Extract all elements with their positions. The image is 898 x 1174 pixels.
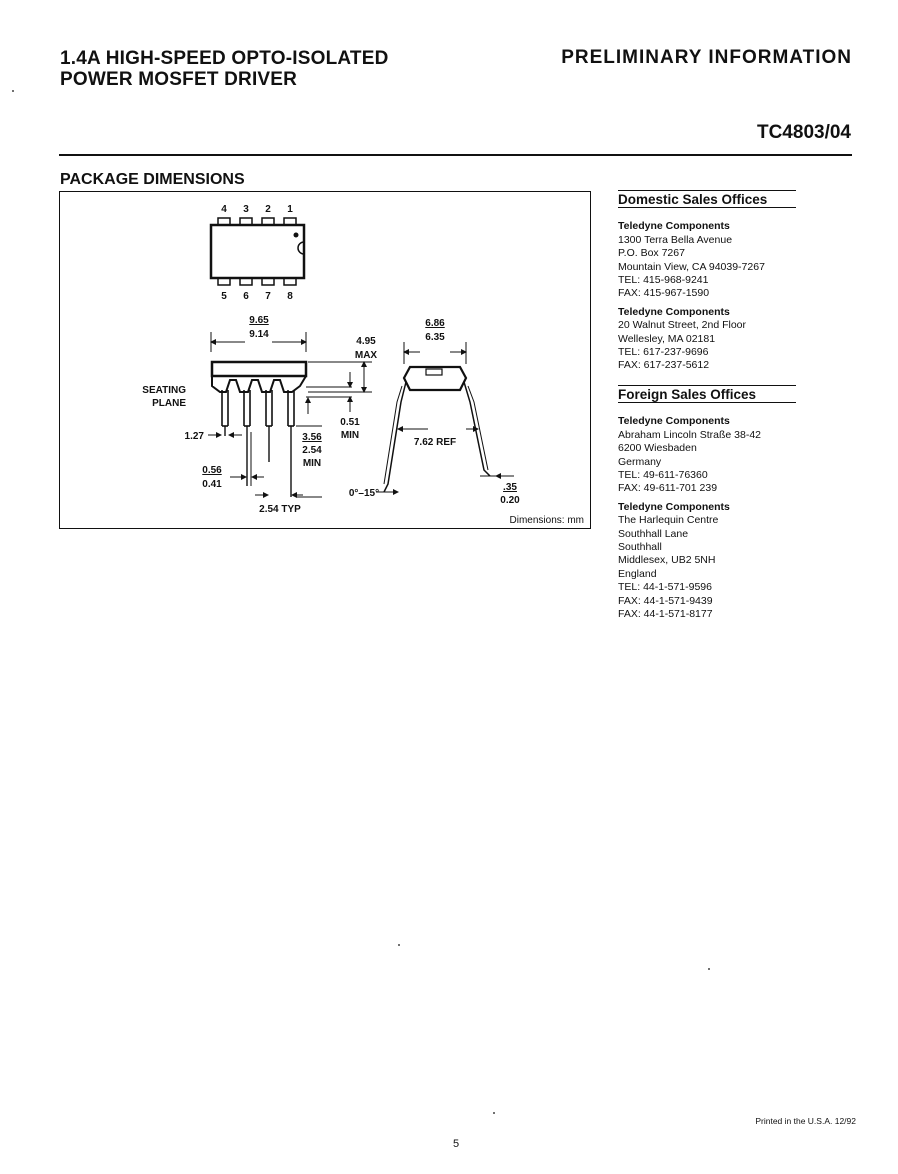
- office-line: TEL: 617-237-9696: [618, 346, 709, 359]
- section-title: PACKAGE DIMENSIONS: [60, 171, 245, 188]
- domestic-heading: Domestic Sales Offices: [618, 190, 796, 209]
- office-line: 20 Walnut Street, 2nd Floor: [618, 319, 747, 332]
- seating-plane-label-2: PLANE: [152, 398, 186, 409]
- office-entry: Teledyne Components Abraham Lincoln Stra…: [618, 415, 798, 495]
- office-line: Wellesley, MA 02181: [618, 332, 716, 345]
- pin-label-bottom: 6: [243, 291, 249, 302]
- lead-pitch: 2.54 TYP: [259, 504, 301, 515]
- document-title: 1.4A HIGH-SPEED OPTO-ISOLATED POWER MOSF…: [60, 48, 389, 90]
- office-line: Germany: [618, 455, 662, 468]
- office-line: The Harlequin Centre: [618, 514, 719, 527]
- top-view: 4 3 2 1 5 6 7 8: [209, 204, 306, 302]
- office-line: Abraham Lincoln Straße 38-42: [618, 428, 761, 441]
- length-max: 9.65: [249, 315, 269, 326]
- office-line: TEL: 44-1-571-9596: [618, 581, 712, 594]
- lead-width-max: 0.56: [202, 465, 222, 476]
- office-line: England: [618, 567, 657, 580]
- ic-body-top-view: [209, 223, 306, 280]
- lead-length-max: 3.56: [302, 432, 322, 443]
- office-line: P.O. Box 7267: [618, 247, 685, 260]
- lead-length-min: 2.54: [302, 445, 322, 456]
- part-number: TC4803/04: [756, 122, 851, 143]
- pin-label-bottom: 8: [287, 291, 293, 302]
- standoff-value: 0.51: [340, 417, 360, 428]
- pin-label-bottom: 5: [221, 291, 227, 302]
- foreign-sales-offices: Foreign Sales Offices Teledyne Component…: [618, 385, 798, 627]
- print-note: Printed in the U.S.A. 12/92: [755, 1116, 856, 1126]
- office-line: Southhall Lane: [618, 527, 689, 540]
- status-label: PRELIMINARY INFORMATION: [561, 47, 852, 68]
- pin-label-top: 2: [265, 204, 271, 215]
- body-width-max: 6.86: [425, 318, 445, 329]
- height-note: MAX: [355, 350, 378, 361]
- pin-label-top: 3: [243, 204, 249, 215]
- length-min: 9.14: [249, 329, 269, 340]
- pin-label-top: 4: [221, 204, 227, 215]
- office-line: Mountain View, CA 94039-7267: [618, 260, 765, 273]
- row-spacing: 7.62 REF: [414, 437, 456, 448]
- units-note: Dimensions: mm: [510, 515, 584, 526]
- side-view: 9.65 9.14 4.95 MAX SEATING PLANE: [142, 315, 377, 515]
- office-line: 1300 Terra Bella Avenue: [618, 233, 733, 246]
- office-line: FAX: 49-611-701 239: [618, 482, 718, 495]
- office-line: FAX: 415-967-1590: [618, 287, 710, 300]
- office-line: Middlesex, UB2 5NH: [618, 554, 716, 567]
- lead-angle: 0°–15°: [349, 488, 379, 499]
- office-line: FAX: 44-1-571-9439: [618, 594, 713, 607]
- package-drawing: 4 3 2 1 5 6 7 8 9.65 9.14: [142, 204, 584, 526]
- height-value: 4.95: [356, 336, 376, 347]
- scan-speck: [708, 968, 710, 970]
- pin1-notch: [297, 241, 305, 255]
- scan-speck: [398, 944, 400, 946]
- domestic-sales-offices: Domestic Sales Offices Teledyne Componen…: [618, 190, 798, 378]
- office-entry: Teledyne Components 20 Walnut Street, 2n…: [618, 306, 798, 373]
- foreign-heading: Foreign Sales Offices: [618, 385, 796, 404]
- shoulder-width: 1.27: [185, 431, 205, 442]
- lead-length-note: MIN: [303, 458, 321, 469]
- office-entry: Teledyne Components The Harlequin Centre…: [618, 501, 798, 622]
- ic-body-end-view: [402, 365, 468, 392]
- pin-label-top: 1: [287, 204, 293, 215]
- office-company: Teledyne Components: [618, 220, 730, 233]
- title-line-1: 1.4A HIGH-SPEED OPTO-ISOLATED: [60, 48, 389, 69]
- office-entry: Teledyne Components 1300 Terra Bella Ave…: [618, 220, 798, 300]
- office-company: Teledyne Components: [618, 500, 730, 513]
- office-line: TEL: 415-968-9241: [618, 274, 709, 287]
- scan-speck: [12, 90, 14, 92]
- title-line-2: POWER MOSFET DRIVER: [60, 69, 298, 90]
- lead-thickness-max: .35: [503, 482, 517, 493]
- end-view: 6.86 6.35 7.62 REF 0°–15° .35 0.20: [349, 318, 520, 506]
- header-rule: [59, 154, 852, 156]
- office-company: Teledyne Components: [618, 415, 730, 428]
- standoff-note: MIN: [341, 430, 359, 441]
- body-width-min: 6.35: [425, 332, 445, 343]
- office-company: Teledyne Components: [618, 305, 730, 318]
- office-line: FAX: 617-237-5612: [618, 359, 710, 372]
- pin1-dot: [293, 232, 299, 238]
- pin-label-bottom: 7: [265, 291, 271, 302]
- lead-width-min: 0.41: [202, 479, 222, 490]
- seating-plane-label-1: SEATING: [142, 385, 186, 396]
- office-line: 6200 Wiesbaden: [618, 442, 697, 455]
- office-line: Southhall: [618, 541, 662, 554]
- office-line: FAX: 44-1-571-8177: [618, 608, 713, 621]
- scan-speck: [493, 1112, 495, 1114]
- page-number: 5: [453, 1138, 460, 1150]
- office-line: TEL: 49-611-76360: [618, 469, 708, 482]
- package-dimensions-diagram: 4 3 2 1 5 6 7 8 9.65 9.14: [59, 191, 591, 529]
- lead-thickness-min: 0.20: [500, 495, 520, 506]
